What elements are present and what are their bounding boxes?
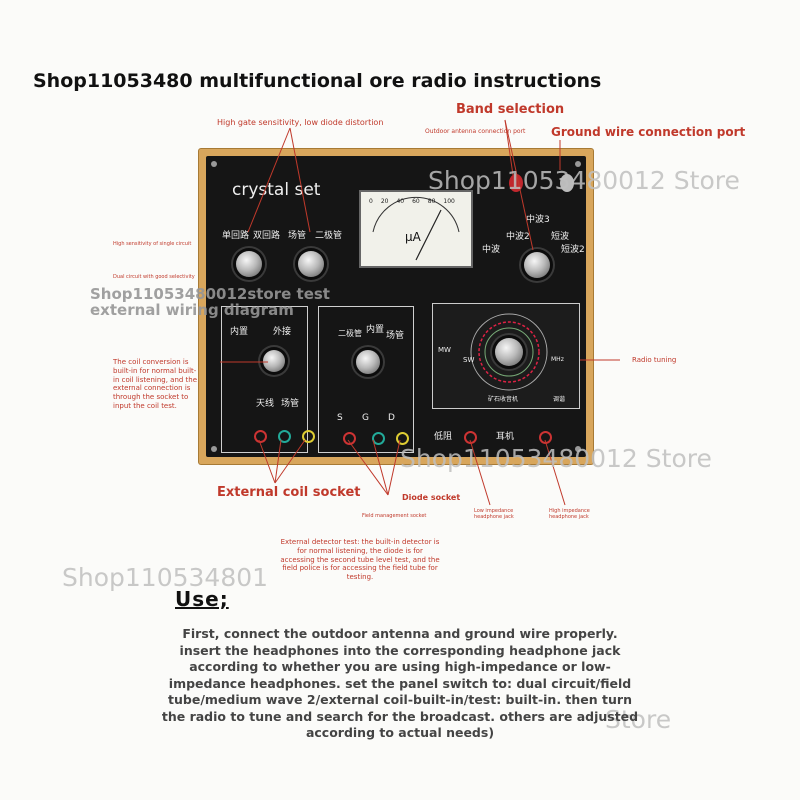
usage-heading: Use; <box>175 587 229 611</box>
watermark: Shop11053480012store test external wirin… <box>90 285 330 319</box>
sgd-g: G <box>362 413 369 423</box>
coil-jack-red[interactable] <box>254 430 267 443</box>
antenna-label: 天线 <box>256 399 275 409</box>
detector-switch-knob[interactable] <box>298 251 324 277</box>
watermark: Shop11053480012 Store <box>428 166 740 195</box>
label-external-coil-socket: External coil socket <box>217 485 361 500</box>
screw-icon <box>211 446 217 452</box>
screw-icon <box>575 161 581 167</box>
label-ground-wire: Ground wire connection port <box>551 125 746 139</box>
tuning-dial: MW SW MHz 矿石收音机 调谐 <box>432 303 580 409</box>
coil-jack-yellow[interactable] <box>302 430 315 443</box>
band-label-l1: 中波2 <box>506 232 530 242</box>
watermark: Store <box>605 705 672 734</box>
meter-tick: 20 <box>380 198 389 205</box>
label-high-impedance: High impedance headphone jack <box>549 508 590 520</box>
panel-brand: crystal set <box>232 180 321 200</box>
det-left-label: 二极管 <box>338 329 362 338</box>
sgd-s: S <box>337 413 343 423</box>
label-low-impedance: Low impedance headphone jack <box>474 508 514 520</box>
label-radio-tuning: Radio tuning <box>632 356 677 364</box>
dial-caption: 矿石收音机 <box>488 396 519 403</box>
diode-jack-d[interactable] <box>396 432 409 445</box>
radio-panel: crystal set 单回路 双回路 场管 二极管 0 20 40 60 80… <box>199 149 593 464</box>
label-diode-socket: Diode socket <box>402 493 461 502</box>
diode-jack-g[interactable] <box>372 432 385 445</box>
circuit-switch-knob[interactable] <box>236 251 262 277</box>
meter-tick: 40 <box>396 198 405 205</box>
sw1-left-label: 单回路 <box>222 231 250 241</box>
meter-tick: 100 <box>443 198 455 205</box>
det-right-label: 场管 <box>386 331 405 341</box>
dial-sw-label: SW <box>463 356 475 364</box>
ground-terminal[interactable] <box>560 174 574 192</box>
dial-mhz-label: MHz <box>551 356 564 363</box>
sgd-d: D <box>388 413 395 423</box>
watermark: Shop110534801 <box>62 563 269 592</box>
meter-tick: 0 <box>369 198 373 205</box>
dial-mw-label: MW <box>438 346 451 354</box>
screw-icon <box>575 446 581 452</box>
page-title: Shop11053480 multifunctional ore radio i… <box>33 70 602 92</box>
field-tube-label: 场管 <box>281 399 300 409</box>
band-label-top: 中波3 <box>526 215 550 225</box>
sw2-right-label: 二极管 <box>315 231 343 241</box>
band-selector-knob[interactable] <box>524 252 550 278</box>
coil-jack-green[interactable] <box>278 430 291 443</box>
meter-tick: 80 <box>427 198 436 205</box>
diode-jack-s[interactable] <box>343 432 356 445</box>
usage-body: First, connect the outdoor antenna and g… <box>161 626 639 740</box>
sw2-left-label: 场管 <box>288 231 307 241</box>
screw-icon <box>211 161 217 167</box>
detector-test-knob[interactable] <box>356 350 380 374</box>
label-single-circuit: High sensitivity of single circuit <box>113 241 192 247</box>
meter-tick: 60 <box>412 198 420 205</box>
label-dual-circuit: Dual circuit with good selectivity <box>113 274 195 280</box>
coil-left-label: 内置 <box>230 327 249 337</box>
tuning-knob[interactable] <box>495 338 523 366</box>
coil-right-label: 外接 <box>273 327 292 337</box>
dial-tune-label: 调谐 <box>553 396 566 403</box>
label-band-selection: Band selection <box>456 102 565 117</box>
band-label-r2: 短波2 <box>561 245 585 255</box>
det-mid-label: 内置 <box>366 325 385 335</box>
label-field-management: Field management socket <box>362 513 427 519</box>
sw1-right-label: 双回路 <box>253 231 281 241</box>
band-label-l2: 中波 <box>482 245 501 255</box>
low-impedance-label: 低阻 <box>434 432 453 442</box>
panel-face: crystal set 单回路 双回路 场管 二极管 0 20 40 60 80… <box>206 156 586 457</box>
microammeter: 0 20 40 60 80 100 μA <box>359 190 473 268</box>
label-external-detector: External detector test: the built-in det… <box>280 538 440 581</box>
detector-section <box>318 306 414 453</box>
label-coil-conversion: The coil conversion is built-in for norm… <box>113 358 198 410</box>
label-outdoor-antenna: Outdoor antenna connection port <box>425 128 526 135</box>
watermark: Shop11053480012 Store <box>400 444 712 473</box>
band-label-r1: 短波 <box>551 232 570 242</box>
earphone-label: 耳机 <box>496 432 515 442</box>
label-high-gate: High gate sensitivity, low diode distort… <box>217 118 384 127</box>
coil-section <box>221 306 308 453</box>
coil-switch-knob[interactable] <box>263 350 285 372</box>
meter-unit: μA <box>405 230 421 244</box>
